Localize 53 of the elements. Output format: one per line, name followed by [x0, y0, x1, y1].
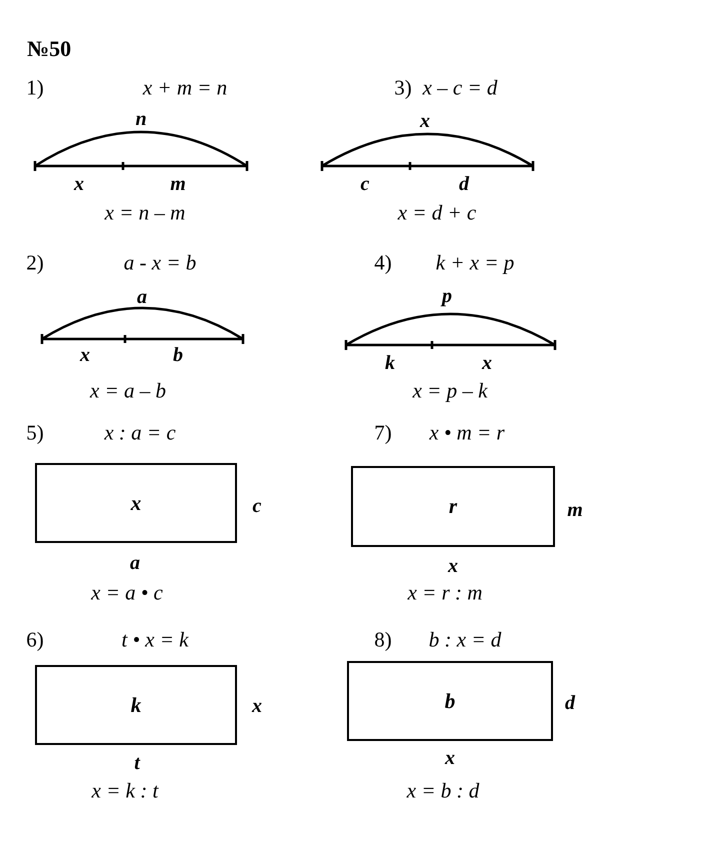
equation: a - x = b	[124, 252, 196, 274]
side-label: x	[448, 556, 458, 576]
item-number: 2)	[26, 252, 44, 274]
segment-label: x	[74, 174, 84, 194]
side-label: m	[567, 500, 583, 520]
segment-label: d	[459, 174, 469, 194]
rectangle	[35, 463, 237, 543]
item-number: 6)	[26, 630, 44, 650]
side-label: t	[134, 753, 140, 773]
equation: x = r : m	[408, 582, 482, 604]
segment-label: m	[170, 174, 186, 194]
rectangle	[351, 466, 555, 547]
equation: x = b : d	[406, 780, 480, 802]
segment-label: a	[137, 287, 147, 307]
segment-label: x	[80, 345, 90, 365]
equation: x = d + c	[398, 202, 476, 224]
segment-label: c	[360, 174, 370, 194]
item-number: 5)	[26, 422, 44, 444]
item-number: 1)	[26, 78, 44, 98]
area-label: k	[130, 694, 142, 716]
segment-label: x	[420, 111, 430, 131]
item-number: 4)	[374, 252, 392, 274]
equation: k + x = p	[436, 252, 514, 274]
equation: x = n – m	[104, 202, 186, 224]
side-label: d	[565, 693, 575, 713]
segment-label: k	[385, 353, 395, 373]
segment-label: n	[135, 109, 147, 129]
area-label: b	[444, 690, 456, 712]
equation: x = a • c	[91, 582, 163, 604]
segment-label: b	[173, 345, 183, 365]
equation: b : x = d	[428, 630, 502, 650]
equation: x + m = n	[142, 78, 228, 98]
side-label: a	[130, 553, 140, 573]
item-number: 7)	[374, 422, 392, 444]
rectangle	[347, 661, 553, 741]
equation: x = a – b	[90, 380, 166, 402]
side-label: x	[252, 696, 262, 716]
exercise-number: №50	[27, 38, 72, 60]
segment-label: p	[442, 286, 452, 306]
equation: x = p – k	[412, 380, 488, 402]
rectangle	[35, 665, 237, 745]
item-number: 3)	[394, 78, 412, 98]
segment-label: x	[482, 353, 492, 373]
side-label: c	[252, 496, 262, 516]
side-label: x	[445, 748, 455, 768]
equation: x – c = d	[422, 78, 498, 98]
area-label: r	[448, 496, 458, 517]
item-number: 8)	[374, 630, 392, 650]
equation: t • x = k	[122, 630, 188, 650]
equation: x • m = r	[429, 422, 505, 444]
equation: x = k : t	[92, 780, 158, 802]
area-label: x	[130, 492, 142, 514]
equation: x : a = c	[104, 422, 176, 444]
